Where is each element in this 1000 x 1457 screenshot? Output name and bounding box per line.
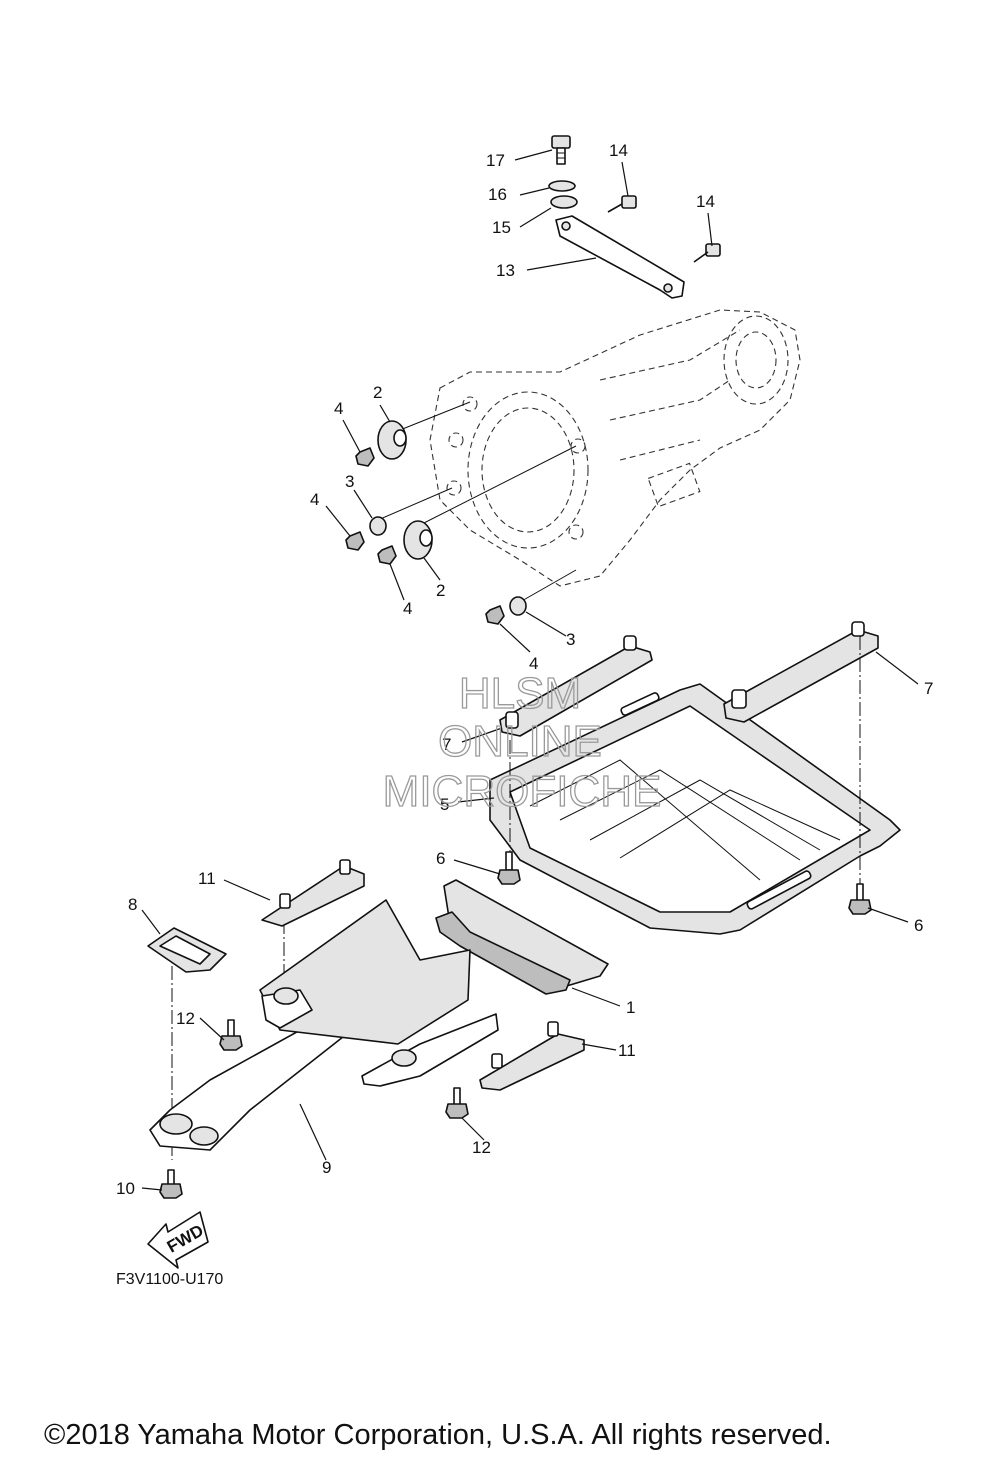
intake-guide-1[interactable] (435, 879, 609, 995)
fwd-arrow-icon: FWD (147, 1211, 209, 1269)
callout-15: 15 (492, 218, 511, 237)
bolt-14b[interactable] (693, 243, 721, 263)
watermark-line-1: HLSM (459, 669, 581, 718)
pad-8[interactable] (147, 927, 227, 973)
watermark-line-3: MICROFICHE (383, 767, 662, 816)
callout-6-right: 6 (914, 916, 923, 935)
nut-4-upper[interactable] (355, 447, 375, 467)
mount-2-upper[interactable] (377, 420, 407, 460)
jet-pump-outline (429, 309, 801, 587)
callout-14-b: 14 (696, 192, 715, 211)
bar-7-left[interactable] (499, 635, 653, 737)
washer-15[interactable] (550, 195, 578, 209)
bolt-10[interactable] (159, 1169, 183, 1199)
nut-4-left[interactable] (345, 531, 365, 551)
bolt-12-right[interactable] (445, 1087, 469, 1119)
callout-labels: 17 16 15 14 14 13 2 4 3 4 4 2 3 4 7 7 5 … (116, 141, 933, 1198)
callout-4-upper: 4 (334, 399, 343, 418)
callout-6-left: 6 (436, 849, 445, 868)
callout-12-left: 12 (176, 1009, 195, 1028)
callout-13: 13 (496, 261, 515, 280)
callout-10: 10 (116, 1179, 135, 1198)
pad-11-lower[interactable] (479, 1021, 585, 1091)
bracket-13[interactable] (555, 215, 685, 299)
callout-1: 1 (626, 998, 635, 1017)
callout-7-right: 7 (924, 679, 933, 698)
bolt-17[interactable] (551, 135, 571, 165)
callout-8: 8 (128, 895, 137, 914)
callout-3-right: 3 (566, 630, 575, 649)
callout-16: 16 (488, 185, 507, 204)
pad-11-upper[interactable] (261, 859, 365, 927)
washer-16[interactable] (548, 180, 576, 192)
intake-duct-9[interactable] (149, 899, 499, 1151)
bolt-6-left[interactable] (497, 851, 521, 885)
nut-4-mid[interactable] (377, 545, 397, 565)
copyright-notice: ©2018 Yamaha Motor Corporation, U.S.A. A… (44, 1419, 832, 1451)
callout-4-right: 4 (529, 654, 538, 673)
figure-code: F3V1100-U170 (116, 1271, 223, 1288)
callout-7-left: 7 (442, 735, 451, 754)
callout-12-right: 12 (472, 1138, 491, 1157)
collar-3-left[interactable] (369, 516, 387, 536)
mount-2-lower[interactable] (403, 520, 433, 560)
ride-plate-5[interactable] (489, 683, 901, 935)
callout-4-mid: 4 (403, 599, 412, 618)
watermark: HLSM ONLINE MICROFICHE (382, 668, 662, 816)
bolt-12-left[interactable] (219, 1019, 243, 1051)
callout-9: 9 (322, 1158, 331, 1177)
callout-14-a: 14 (609, 141, 628, 160)
watermark-line-2: ONLINE (438, 717, 602, 766)
callout-2-upper: 2 (373, 383, 382, 402)
bracket-assembly (548, 135, 721, 299)
collar-3-right[interactable] (509, 596, 527, 616)
bar-7-right[interactable] (723, 621, 879, 723)
leader-lines (141, 149, 919, 1191)
nut-4-right[interactable] (485, 605, 505, 625)
callout-11-lower: 11 (618, 1041, 636, 1060)
callout-3-left: 3 (345, 472, 354, 491)
callout-5: 5 (440, 795, 449, 814)
callout-11-upper: 11 (198, 869, 216, 888)
bolt-14a[interactable] (607, 195, 637, 213)
callout-4-left: 4 (310, 490, 319, 509)
callout-17: 17 (486, 151, 505, 170)
bolt-6-right[interactable] (848, 883, 872, 915)
callout-2-lower: 2 (436, 581, 445, 600)
